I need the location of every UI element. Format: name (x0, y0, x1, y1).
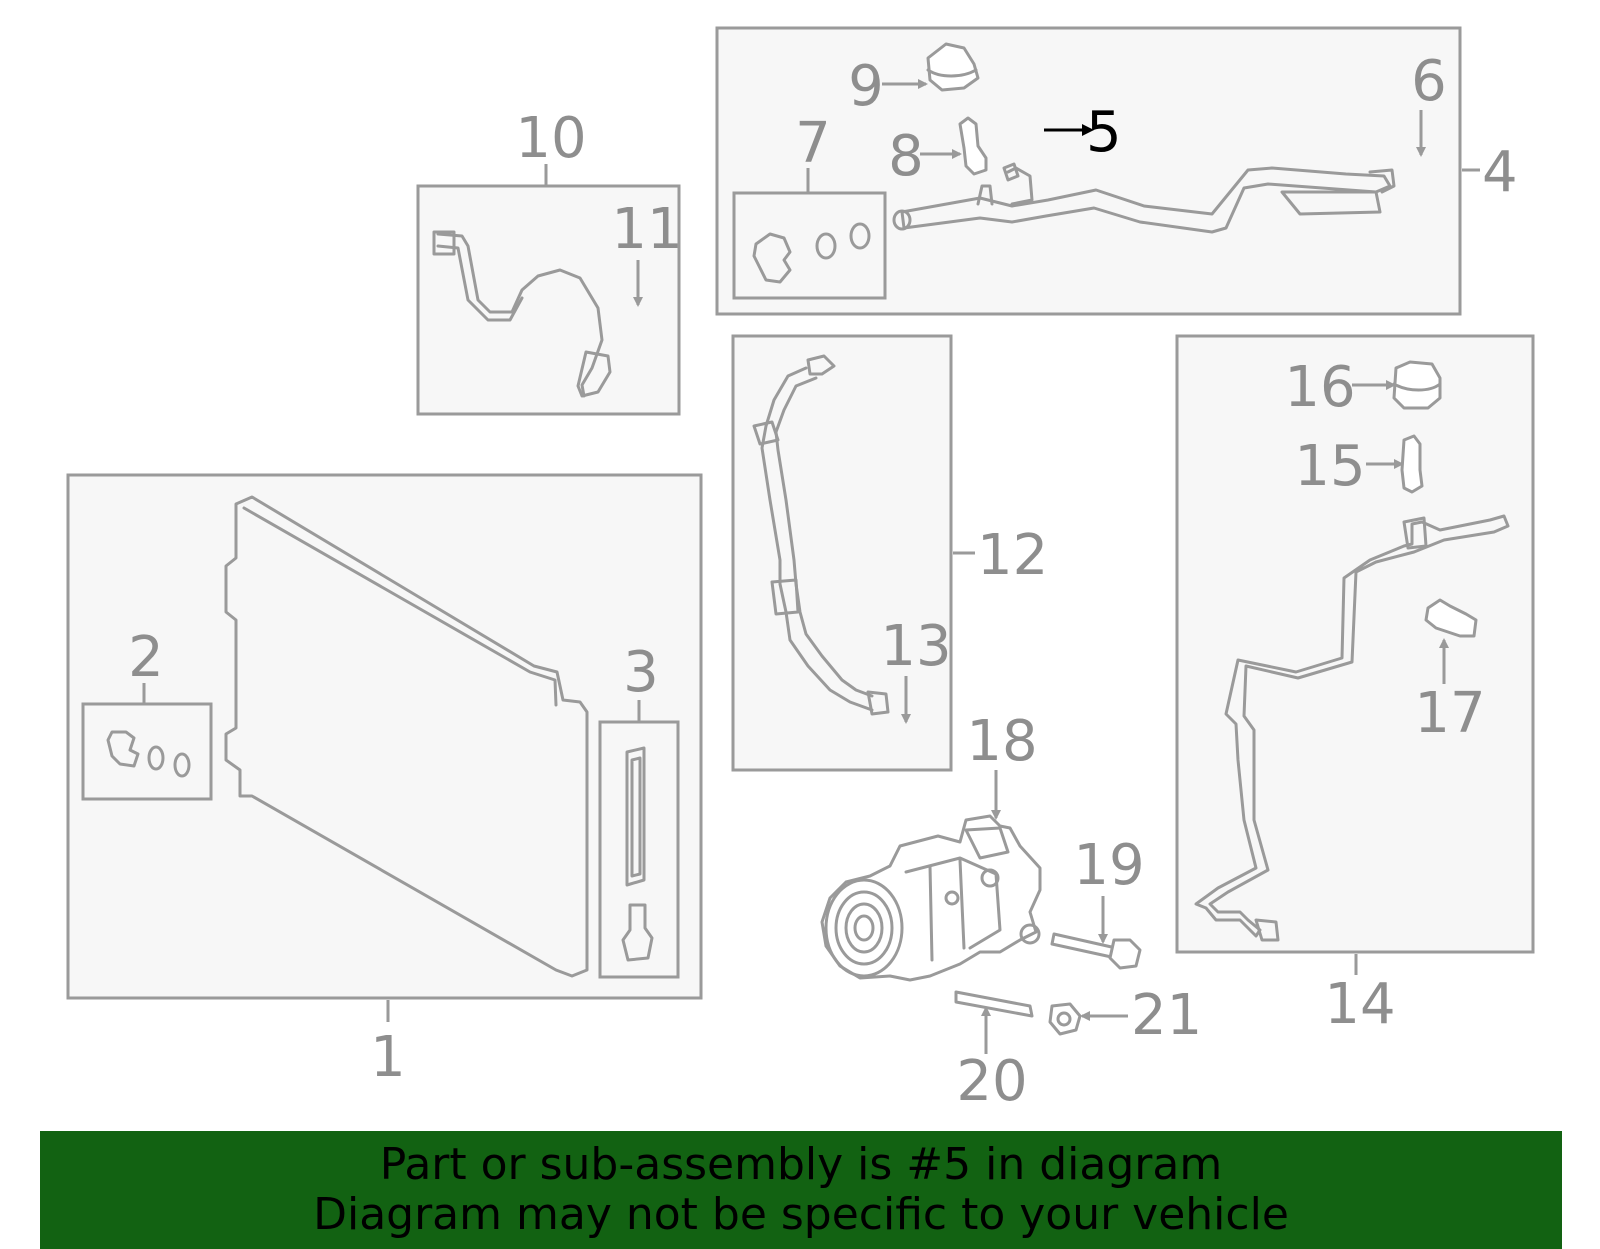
part-20-stud (954, 990, 1034, 1018)
label-12: 12 (977, 523, 1048, 588)
part-2-seals (106, 730, 191, 778)
part-8-valve (958, 116, 988, 176)
label-5: 5 (1086, 100, 1122, 165)
part-21-nut (1048, 1002, 1082, 1036)
part-16-cap (1392, 360, 1442, 410)
label-2: 2 (128, 625, 164, 690)
part-12-hose (752, 354, 890, 716)
part-15-valve (1400, 434, 1424, 494)
label-15: 15 (1294, 434, 1365, 499)
part-10-hose (432, 230, 612, 398)
label-6: 6 (1411, 49, 1447, 114)
label-20: 20 (956, 1049, 1027, 1114)
label-21: 21 (1131, 983, 1202, 1048)
info-banner: Part or sub-assembly is #5 in diagram Di… (40, 1131, 1562, 1249)
label-11: 11 (611, 197, 682, 262)
label-17: 17 (1414, 681, 1485, 746)
label-19: 19 (1073, 833, 1144, 898)
part-14-pipe (1194, 514, 1510, 942)
condenser (224, 495, 589, 978)
label-16: 16 (1284, 355, 1355, 420)
part-18-compressor (820, 814, 1042, 982)
label-18: 18 (966, 709, 1037, 774)
label-1: 1 (370, 1025, 406, 1090)
box-part-7 (732, 191, 887, 300)
box-part-14 (1175, 334, 1535, 954)
label-10: 10 (515, 106, 586, 171)
banner-line-1: Part or sub-assembly is #5 in diagram (379, 1139, 1223, 1190)
label-9: 9 (848, 54, 884, 119)
box-part-12 (731, 334, 953, 772)
part-3-desiccant (621, 746, 654, 962)
box-part-2 (81, 702, 213, 801)
part-9-cap (926, 42, 980, 92)
banner-line-2: Diagram may not be specific to your vehi… (313, 1189, 1289, 1240)
label-7: 7 (795, 111, 831, 176)
label-8: 8 (888, 124, 924, 189)
part-7-seals (752, 222, 871, 284)
part-6-pipe (892, 162, 1396, 234)
label-14: 14 (1324, 972, 1395, 1037)
part-19-bolt (1050, 932, 1142, 970)
label-3: 3 (623, 640, 659, 705)
label-4: 4 (1482, 140, 1518, 205)
part-17-sensor (1424, 598, 1478, 638)
label-13: 13 (880, 614, 951, 679)
